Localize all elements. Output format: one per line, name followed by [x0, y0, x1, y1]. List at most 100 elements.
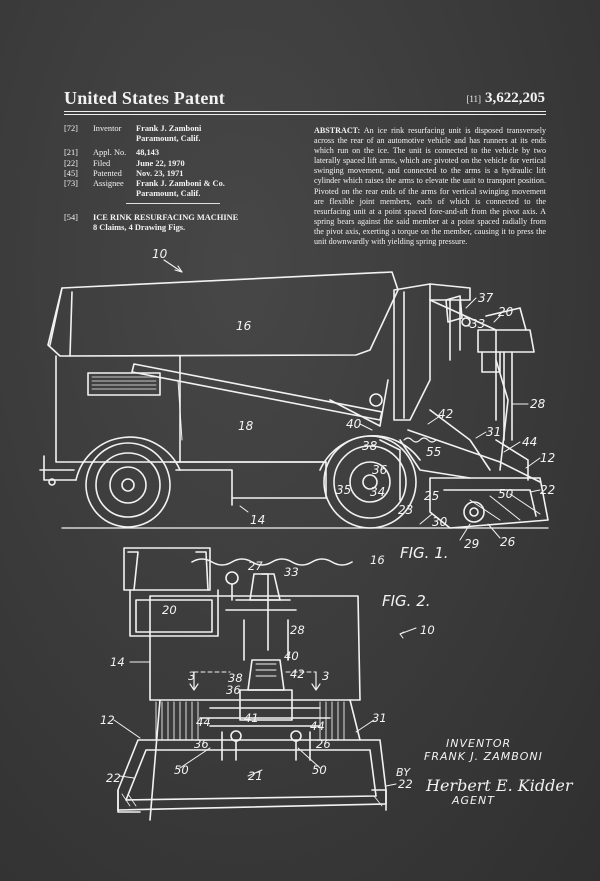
biblio-row-patented: [45] Patented Nov. 23, 1971 — [64, 169, 266, 179]
biblio-value-line2: Paramount, Calif. — [136, 189, 201, 199]
abstract: ABSTRACT: An ice rink resurfacing unit i… — [314, 126, 546, 247]
biblio-label: Assignee — [93, 179, 124, 189]
biblio-value: Frank J. Zamboni & Co.Paramount, Calif. — [136, 179, 266, 199]
ref-41: 41 — [244, 711, 259, 725]
ref-22-left: 22 — [106, 771, 121, 785]
ref-36: 36 — [372, 463, 388, 477]
ref-44: 44 — [522, 435, 537, 449]
ref-33: 33 — [470, 317, 485, 331]
biblio-value-line1: Frank J. Zamboni & Co. — [136, 179, 225, 189]
ref-34: 34 — [370, 485, 385, 499]
ref-18: 18 — [238, 419, 254, 433]
patent-title: United States Patent — [64, 88, 225, 108]
biblio-code: [22] — [64, 158, 78, 168]
ref-35: 35 — [336, 483, 351, 497]
inventor-label: INVENTOR — [446, 737, 512, 750]
ref-26: 26 — [500, 535, 516, 549]
biblio-row-assignee: [73] Assignee Frank J. Zamboni & Co.Para… — [64, 179, 266, 199]
ref-31: 31 — [486, 425, 501, 439]
ref-27: 27 — [248, 559, 263, 573]
ref-55: 55 — [426, 445, 441, 459]
by-label: BY — [396, 766, 411, 779]
biblio-value-line1: Frank J. Zamboni — [136, 124, 202, 133]
ref-20: 20 — [498, 305, 514, 319]
biblio-label: Appl. No. — [93, 148, 127, 158]
biblio-code: [45] — [64, 168, 78, 178]
ref-16: 16 — [370, 553, 385, 567]
fig1-side-view — [39, 259, 549, 541]
ref-21: 21 — [248, 769, 263, 783]
biblio-row-filed: [22] Filed June 22, 1970 — [64, 159, 266, 169]
patent-number: [11] 3,622,205 — [466, 90, 545, 107]
biblio-label: Filed — [93, 158, 111, 168]
ref-10: 10 — [152, 247, 168, 261]
ref-3-right: 3 — [322, 669, 329, 683]
ref-50-left: 50 — [174, 763, 189, 777]
ref-42: 42 — [290, 667, 305, 681]
ref-44-right: 44 — [310, 719, 325, 733]
ref-12: 12 — [540, 451, 555, 465]
ref-38: 38 — [362, 439, 378, 453]
ref-23: 23 — [398, 503, 413, 517]
ref-20: 20 — [162, 603, 177, 617]
ref-29: 29 — [464, 537, 479, 551]
inventor-name: FRANK J. ZAMBONI — [424, 750, 543, 763]
ref-16: 16 — [236, 319, 252, 333]
biblio-label: Inventor — [93, 124, 122, 133]
ref-25: 25 — [424, 489, 439, 503]
ref-36: 36 — [226, 683, 241, 697]
ref-40: 40 — [284, 649, 299, 663]
ref-28: 28 — [530, 397, 546, 411]
fig2-rear-view — [113, 547, 417, 821]
biblio-row-appl: [21] Appl. No. 48,143 — [64, 148, 266, 158]
ref-36-lower: 36 — [194, 737, 209, 751]
biblio-code: [72] — [64, 124, 78, 133]
invention-title-code: [54] — [64, 213, 78, 222]
biblio-code: [21] — [64, 148, 78, 158]
ref-44-left: 44 — [196, 715, 211, 729]
header-rule-top — [64, 111, 546, 112]
ref-30: 30 — [432, 515, 448, 529]
ref-37: 37 — [478, 291, 494, 305]
figure-labels: FIG. 1. FIG. 2. — [382, 544, 449, 610]
biblio-code: [73] — [64, 179, 78, 189]
fig2-ref-numerals: 16 27 33 20 28 10 14 3 3 40 38 42 36 12 … — [100, 553, 435, 791]
abstract-label: ABSTRACT: — [314, 126, 361, 135]
header-rule-bottom — [64, 114, 546, 115]
claims-count: 8 Claims, 4 Drawing Figs. — [93, 223, 186, 233]
ref-31: 31 — [372, 711, 387, 725]
agent-signature: Herbert E. Kidder — [426, 776, 573, 795]
fig2-label: FIG. 2. — [382, 592, 431, 610]
biblio-value: Nov. 23, 1971 — [136, 168, 184, 178]
ref-50: 50 — [498, 487, 514, 501]
biblio-value: 48,143 — [136, 148, 160, 158]
ref-50-right: 50 — [312, 763, 327, 777]
biblio-value: June 22, 1970 — [136, 158, 185, 168]
ref-14: 14 — [110, 655, 125, 669]
biblio-label: Patented — [93, 168, 122, 178]
patent-number-code: [11] — [466, 94, 481, 104]
ref-40: 40 — [346, 417, 362, 431]
invention-title: ICE RINK RESURFACING MACHINE — [93, 213, 239, 222]
ref-38: 38 — [228, 671, 243, 685]
biblio-divider — [126, 203, 220, 204]
biblio-value-line2: Paramount, Calif. — [136, 134, 201, 144]
fig1-label: FIG. 1. — [400, 544, 449, 562]
ref-12: 12 — [100, 713, 115, 727]
ref-33: 33 — [284, 565, 299, 579]
ref-10: 10 — [420, 623, 435, 637]
patent-number-value: 3,622,205 — [485, 90, 545, 106]
abstract-text: An ice rink resurfacing unit is disposed… — [314, 126, 547, 247]
ref-22-right: 22 — [398, 777, 413, 791]
agent-label: AGENT — [452, 794, 495, 807]
fig1-ref-numerals: 10 16 18 14 37 33 20 28 40 42 31 44 12 3… — [152, 247, 555, 551]
ref-3-left: 3 — [188, 669, 195, 683]
ref-22: 22 — [540, 483, 555, 497]
